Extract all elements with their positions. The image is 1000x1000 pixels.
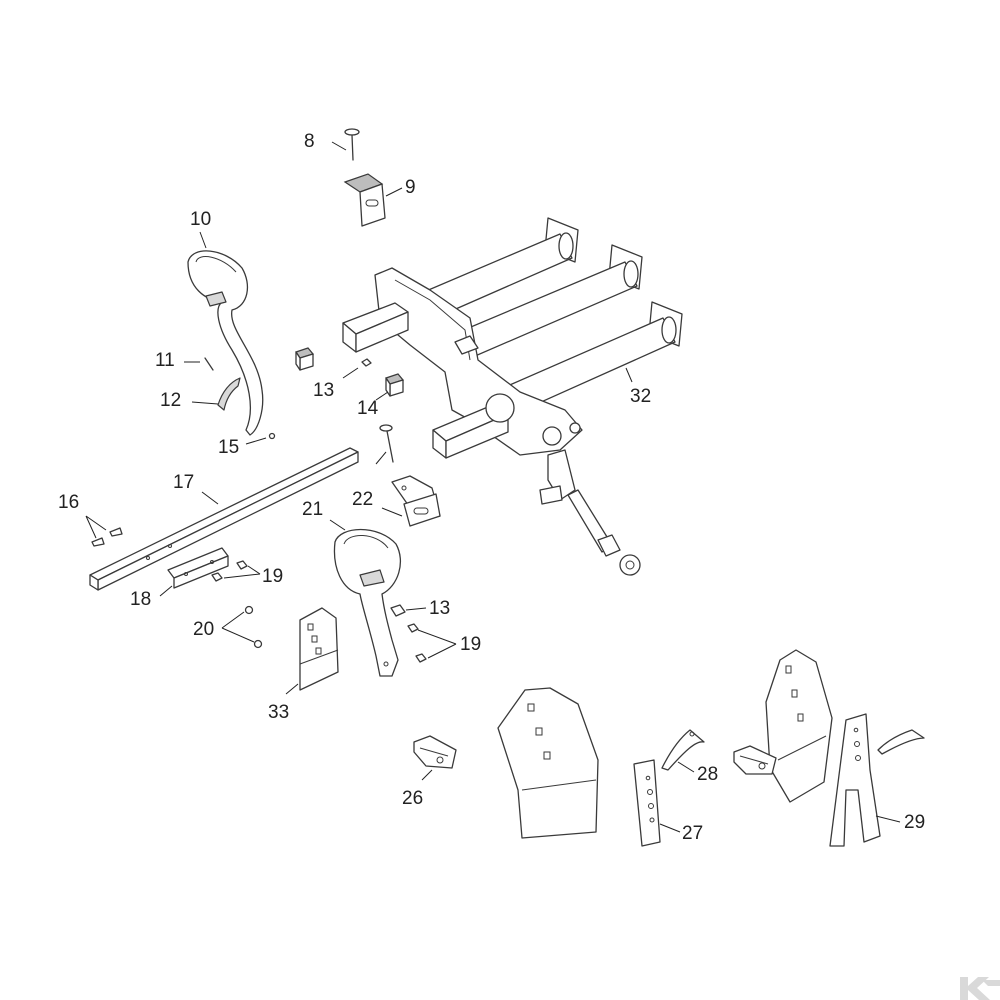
- label-19a: 19: [262, 566, 283, 587]
- part-17-bar: [89, 447, 359, 591]
- label-15: 15: [218, 437, 239, 458]
- part-12-plate: [217, 377, 241, 411]
- label-13b: 13: [429, 598, 450, 619]
- leader-8: [331, 141, 347, 151]
- leader-21: [329, 519, 346, 531]
- label-14: 14: [357, 398, 379, 419]
- leader-13b: [405, 607, 427, 611]
- leader-19a: [223, 565, 261, 579]
- part-15-nut: [268, 432, 276, 440]
- part-11-pin: [204, 357, 214, 371]
- part-10-spring-tine: [187, 250, 264, 436]
- leader-12: [191, 401, 219, 405]
- label-12: 12: [160, 390, 181, 411]
- leader-16: [85, 515, 107, 539]
- part-13-washer: [361, 358, 372, 367]
- part-large-tine-plate: [497, 687, 599, 839]
- part-right-tine-plate: [765, 649, 833, 803]
- leader-22: [381, 507, 403, 517]
- label-17: 17: [173, 472, 194, 493]
- leader-29: [875, 815, 901, 823]
- leader-32: [625, 367, 633, 383]
- part-8-bolt: [344, 128, 360, 161]
- part-29-pin: [877, 729, 925, 755]
- leader-9: [385, 187, 403, 197]
- label-18: 18: [130, 589, 151, 610]
- leader-15: [245, 437, 267, 445]
- label-27: 27: [682, 823, 703, 844]
- part-27-strip: [633, 759, 661, 847]
- part-21-spring-tine: [333, 528, 401, 677]
- leader-14: [375, 391, 389, 401]
- label-10: 10: [190, 209, 211, 230]
- label-13a: 13: [313, 380, 334, 401]
- leader-17: [201, 491, 219, 505]
- leader-20: [221, 611, 255, 643]
- label-11: 11: [155, 350, 175, 371]
- part-14-block: [385, 373, 405, 397]
- part-19-nuts-right: [407, 623, 427, 663]
- leader-28: [677, 761, 695, 773]
- part-33-tine-plate: [299, 607, 339, 691]
- part-22-bracket: [391, 475, 441, 527]
- part-29-forked-tine: [829, 713, 881, 847]
- label-20: 20: [193, 619, 214, 640]
- leader-10: [199, 231, 207, 249]
- label-26: 26: [402, 788, 423, 809]
- part-18-clamp-plate: [167, 547, 229, 589]
- leader-18: [159, 585, 173, 597]
- part-bolt-middle: [379, 424, 394, 463]
- label-32: 32: [630, 386, 651, 407]
- label-22: 22: [352, 489, 373, 510]
- leader-26: [421, 769, 433, 781]
- part-20-nuts: [244, 605, 263, 649]
- label-21: 21: [302, 499, 323, 520]
- part-16-pins: [91, 527, 123, 547]
- label-33: 33: [268, 702, 289, 723]
- k-logo-icon: [960, 977, 1000, 1000]
- label-19b: 19: [460, 634, 481, 655]
- label-28: 28: [697, 764, 718, 785]
- leader-bolt-middle: [375, 451, 387, 465]
- label-9: 9: [405, 177, 416, 198]
- leader-13a: [342, 367, 359, 379]
- part-32-main-frame: [342, 217, 683, 576]
- part-19-nuts-left: [211, 560, 248, 582]
- part-13-nut-lower: [390, 604, 406, 617]
- part-9-bracket: [343, 173, 386, 227]
- part-13-block-upper: [295, 347, 315, 371]
- part-28-pin: [661, 729, 705, 771]
- label-8: 8: [304, 131, 315, 152]
- part-26-clamp: [413, 735, 457, 769]
- leader-27: [659, 823, 681, 833]
- leader-19b: [417, 629, 457, 659]
- label-16: 16: [58, 492, 79, 513]
- label-29: 29: [904, 812, 925, 833]
- leader-33: [285, 683, 299, 695]
- part-clamp-right: [733, 745, 777, 775]
